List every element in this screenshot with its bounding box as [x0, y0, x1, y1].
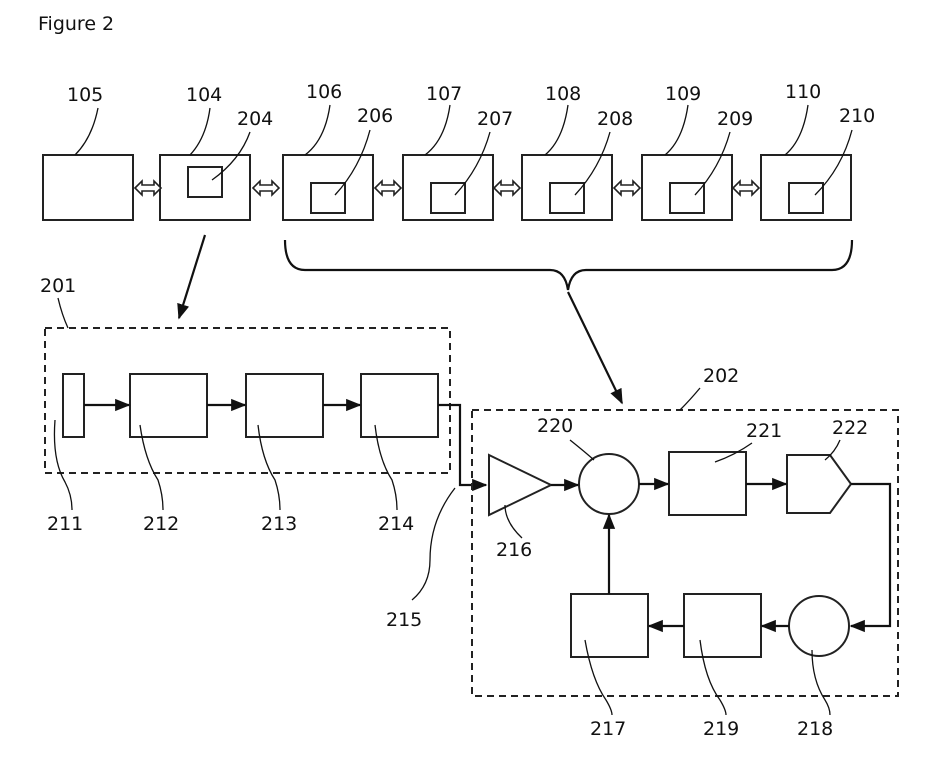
arrow-104-to-201	[179, 235, 205, 318]
block-214	[361, 374, 438, 437]
module-105	[43, 155, 133, 220]
label-218: 218	[797, 718, 833, 740]
block-219	[684, 594, 761, 657]
label-219: 219	[703, 718, 739, 740]
label-110: 110	[785, 81, 821, 103]
label-208: 208	[597, 108, 633, 130]
label-210: 210	[839, 105, 875, 127]
submodule-204	[188, 167, 222, 197]
label-104: 104	[186, 84, 222, 106]
arrow-brace-to-202	[568, 292, 622, 403]
label-211: 211	[47, 513, 83, 535]
submodule-210	[789, 183, 823, 213]
label-220: 220	[537, 415, 573, 437]
label-215: 215	[386, 609, 422, 631]
block-221	[669, 452, 746, 515]
label-201: 201	[40, 275, 76, 297]
submodule-207	[431, 183, 465, 213]
summing-node-220	[579, 454, 639, 514]
label-214: 214	[378, 513, 414, 535]
label-217: 217	[590, 718, 626, 740]
label-109: 109	[665, 83, 701, 105]
label-105: 105	[67, 84, 103, 106]
block-213	[246, 374, 323, 437]
label-221: 221	[746, 420, 782, 442]
feedback-222-218	[851, 484, 890, 626]
label-204: 204	[237, 108, 273, 130]
node-218	[789, 596, 849, 656]
submodule-208	[550, 183, 584, 213]
label-222: 222	[832, 417, 868, 439]
label-216: 216	[496, 539, 532, 561]
submodule-206	[311, 183, 345, 213]
output-222	[787, 455, 851, 513]
label-106: 106	[306, 81, 342, 103]
label-209: 209	[717, 108, 753, 130]
label-213: 213	[261, 513, 297, 535]
block-217	[571, 594, 648, 657]
block-212	[130, 374, 207, 437]
label-212: 212	[143, 513, 179, 535]
amplifier-216	[489, 455, 551, 515]
label-107: 107	[426, 83, 462, 105]
grouping-brace	[285, 240, 852, 290]
submodule-209	[670, 183, 704, 213]
block-211	[63, 374, 84, 437]
label-206: 206	[357, 105, 393, 127]
figure-title: Figure 2	[38, 13, 114, 35]
label-207: 207	[477, 108, 513, 130]
label-202: 202	[703, 365, 739, 387]
label-108: 108	[545, 83, 581, 105]
